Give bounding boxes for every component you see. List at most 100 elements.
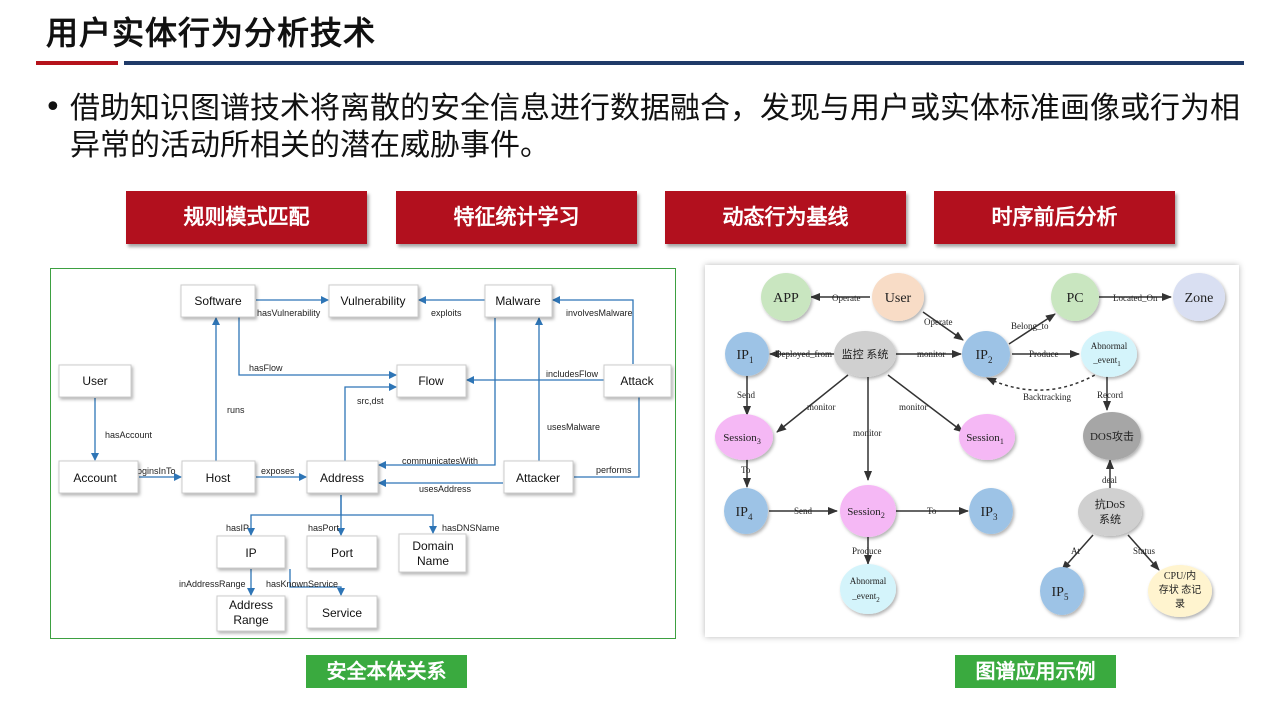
- edge-label-status: Status: [1133, 546, 1156, 556]
- svg-text:录: 录: [1175, 598, 1185, 610]
- svg-text:_event1: _event1: [1092, 355, 1121, 368]
- edge-label-hasvulnerability: hasVulnerability: [257, 308, 321, 318]
- node-monitor-system[interactable]: 监控 系统: [834, 331, 896, 377]
- edge-label-exploits: exploits: [431, 308, 462, 318]
- svg-text:IP2: IP2: [976, 348, 993, 365]
- graph-edge-labels: Operate Operate Located_On Belong_to Dep…: [737, 293, 1158, 556]
- node-software[interactable]: Software: [180, 284, 256, 318]
- svg-text:Service: Service: [322, 606, 362, 620]
- node-attack[interactable]: Attack: [603, 364, 672, 398]
- svg-text:Range: Range: [233, 613, 269, 627]
- node-port[interactable]: Port: [306, 535, 378, 569]
- node-user[interactable]: User: [58, 364, 132, 398]
- node-vulnerability[interactable]: Vulnerability: [328, 284, 419, 318]
- edge-label-loginsinto: loginsInTo: [135, 466, 176, 476]
- svg-text:系统: 系统: [1099, 513, 1121, 526]
- caption-graph-example: 图谱应用示例: [955, 655, 1116, 688]
- edge-label-performs: performs: [596, 465, 632, 475]
- edge-label-record: Record: [1097, 390, 1123, 400]
- edge-label-exposes: exposes: [261, 466, 295, 476]
- ontology-panel: hasVulnerability exploits involvesMalwar…: [50, 268, 676, 639]
- node-ip[interactable]: IP: [216, 535, 286, 569]
- tab-temporal-analysis[interactable]: 时序前后分析: [934, 191, 1175, 244]
- edge-label-communicateswith: communicatesWith: [402, 456, 478, 466]
- edge-label-hasport: hasPort: [308, 523, 340, 533]
- node-flow[interactable]: Flow: [396, 364, 467, 398]
- edge-label-usesaddress: usesAddress: [419, 484, 472, 494]
- svg-text:Flow: Flow: [418, 374, 444, 388]
- edge-label-monitor-session3: monitor: [807, 402, 836, 412]
- svg-text:IP5: IP5: [1052, 585, 1069, 602]
- bullet-mark: •: [44, 90, 62, 125]
- node-ip3[interactable]: IP3: [969, 488, 1013, 534]
- node-malware[interactable]: Malware: [484, 284, 553, 318]
- edge-label-hasaccount: hasAccount: [105, 430, 153, 440]
- tab-rule-matching[interactable]: 规则模式匹配: [126, 191, 367, 244]
- svg-text:监控 系统: 监控 系统: [842, 347, 889, 361]
- svg-text:Session3: Session3: [723, 432, 761, 446]
- node-service[interactable]: Service: [306, 595, 378, 629]
- node-pc[interactable]: PC: [1051, 273, 1099, 321]
- edge-label-deal: deal: [1102, 475, 1117, 485]
- caption-ontology: 安全本体关系: [306, 655, 467, 688]
- node-session2[interactable]: Session2: [840, 485, 896, 537]
- node-account[interactable]: Account: [58, 460, 139, 494]
- title-rule-blue: [124, 61, 1244, 65]
- node-session1[interactable]: Session1: [959, 414, 1015, 460]
- svg-text:Account: Account: [73, 471, 117, 485]
- node-abnormal-event-2[interactable]: Abnormal _event2: [840, 564, 896, 614]
- node-abnormal-event-1[interactable]: Abnormal _event1: [1081, 331, 1137, 377]
- node-ip1[interactable]: IP1: [725, 332, 769, 376]
- node-ip4[interactable]: IP4: [724, 488, 768, 534]
- node-cpu-memory-record[interactable]: CPU/内 存状 态记 录: [1148, 565, 1212, 617]
- edge-label-produce-abnormal2: Produce: [852, 546, 882, 556]
- svg-text:IP4: IP4: [736, 505, 753, 522]
- node-session3[interactable]: Session3: [715, 414, 773, 460]
- ontology-edges: [91, 296, 643, 596]
- svg-text:Address: Address: [229, 598, 273, 612]
- node-address[interactable]: Address: [306, 460, 379, 494]
- svg-text:存状 态记: 存状 态记: [1159, 583, 1202, 596]
- edge-label-includesflow: includesFlow: [546, 369, 599, 379]
- edge-label-operate-ip2: Operate: [924, 317, 952, 327]
- edge-label-hasdnsname: hasDNSName: [442, 523, 500, 533]
- edge-label-to-ip3: To: [927, 506, 937, 516]
- graph-example-panel: Operate Operate Located_On Belong_to Dep…: [705, 265, 1239, 637]
- ontology-edge-labels: hasVulnerability exploits involvesMalwar…: [105, 308, 633, 589]
- ontology-diagram: hasVulnerability exploits involvesMalwar…: [58, 284, 672, 632]
- svg-text:Attack: Attack: [620, 374, 654, 388]
- node-domain-name[interactable]: Domain Name: [398, 533, 467, 573]
- svg-text:Address: Address: [320, 471, 364, 485]
- svg-text:User: User: [82, 374, 107, 388]
- graph-example-diagram: Operate Operate Located_On Belong_to Dep…: [715, 273, 1225, 617]
- tab-dynamic-baseline[interactable]: 动态行为基线: [665, 191, 906, 244]
- svg-text:Abnormal: Abnormal: [1091, 341, 1128, 351]
- node-zone[interactable]: Zone: [1173, 273, 1225, 321]
- page-title: 用户实体行为分析技术: [46, 14, 377, 52]
- node-address-range[interactable]: Address Range: [216, 595, 286, 632]
- svg-text:CPU/内: CPU/内: [1164, 569, 1196, 582]
- svg-text:Name: Name: [417, 554, 449, 568]
- node-ip5[interactable]: IP5: [1040, 567, 1084, 615]
- node-app[interactable]: APP: [761, 273, 811, 321]
- node-dos-attack[interactable]: DOS攻击: [1083, 412, 1141, 460]
- edge-label-backtracking: Backtracking: [1023, 392, 1071, 402]
- svg-text:Attacker: Attacker: [516, 471, 560, 485]
- edge-label-srcdst: src,dst: [357, 396, 384, 406]
- node-host[interactable]: Host: [181, 460, 256, 494]
- node-user[interactable]: User: [872, 273, 924, 321]
- svg-text:User: User: [885, 291, 912, 306]
- edge-label-monitor-session2: monitor: [853, 428, 882, 438]
- node-anti-dos-system[interactable]: 抗DoS 系统: [1078, 488, 1142, 536]
- node-attacker[interactable]: Attacker: [503, 460, 574, 494]
- svg-text:PC: PC: [1066, 291, 1083, 306]
- tab-feature-learning[interactable]: 特征统计学习: [396, 191, 637, 244]
- edge-label-monitor-session1: monitor: [899, 402, 928, 412]
- svg-text:Port: Port: [331, 546, 354, 560]
- svg-text:Abnormal: Abnormal: [850, 576, 887, 586]
- edge-label-to-ip4: To: [741, 465, 751, 475]
- edge-label-located-on: Located_On: [1113, 293, 1158, 303]
- edge-label-send-session2: Send: [794, 506, 813, 516]
- svg-text:_event2: _event2: [851, 591, 880, 604]
- node-ip2[interactable]: IP2: [962, 331, 1010, 377]
